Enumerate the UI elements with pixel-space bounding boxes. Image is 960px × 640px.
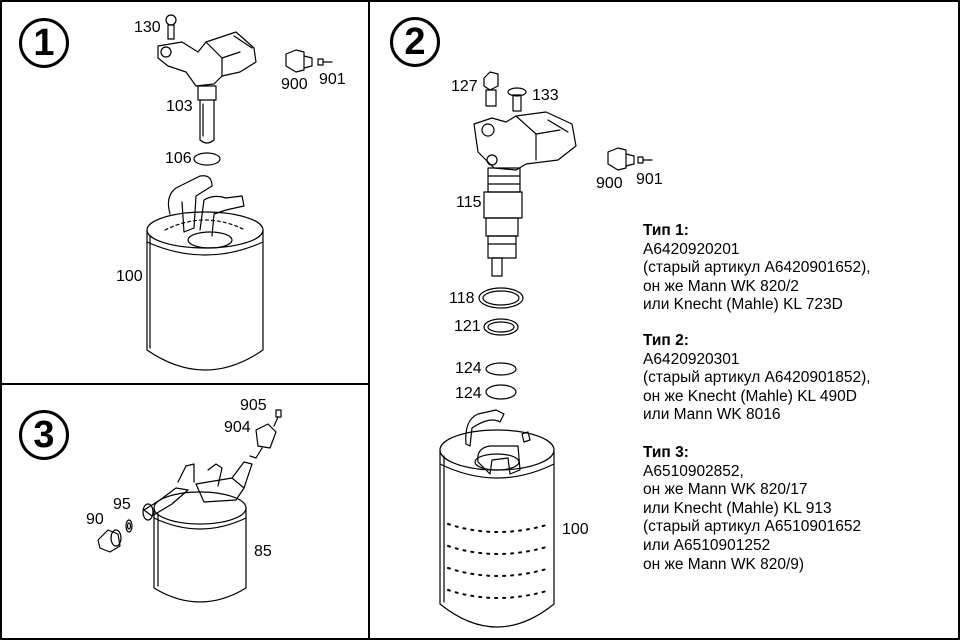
panel1-bolt-130 (165, 14, 177, 40)
type2-heading: Тип 2: (643, 332, 689, 349)
panel2-sensor-115 (473, 111, 577, 277)
type2-line: или Mann WK 8016 (643, 406, 781, 424)
type2-line: A6420920301 (643, 350, 740, 368)
label-900: 900 (281, 76, 308, 93)
panel2-number-badge: 2 (390, 17, 440, 67)
label-905: 905 (240, 397, 267, 414)
label-901: 901 (319, 71, 346, 88)
type2-block: Тип 2: A6420920301 (старый артикул A6420… (643, 332, 871, 425)
panel1-filter-100 (146, 175, 264, 371)
panel2-bolt-133 (507, 87, 527, 112)
panel1-sensor-103 (157, 31, 257, 144)
label-130: 130 (134, 19, 161, 36)
label-133: 133 (532, 87, 559, 104)
type3-block: Тип 3: A6510902852, он же Mann WK 820/17… (643, 444, 861, 574)
panel2-pin-901 (637, 156, 653, 164)
panel1-number-badge: 1 (19, 18, 69, 68)
label-103: 103 (166, 98, 193, 115)
label-106: 106 (165, 150, 192, 167)
type3-heading: Тип 3: (643, 444, 689, 461)
panel1-pin-901 (317, 58, 333, 66)
label-100: 100 (116, 268, 143, 285)
type3-line: или Knecht (Mahle) KL 913 (643, 499, 832, 517)
label-118: 118 (449, 290, 475, 307)
panel2-connector-900 (607, 147, 635, 171)
label-124-lower: 124 (455, 385, 482, 402)
type1-block: Тип 1: A6420920201 (старый артикул A6420… (643, 222, 871, 315)
type2-line: он же Knecht (Mahle) KL 490D (643, 387, 857, 405)
label-115: 115 (456, 194, 482, 211)
type1-line: (старый артикул A6420901652), (643, 259, 871, 277)
type2-line: (старый артикул A6420901852), (643, 369, 871, 387)
label-904: 904 (224, 419, 251, 436)
panel1-connector-900 (285, 49, 313, 73)
label-95: 95 (113, 496, 131, 513)
type3-line: или A6510901252 (643, 536, 771, 554)
label-90: 90 (86, 511, 104, 528)
type1-heading: Тип 1: (643, 222, 689, 239)
type3-line: A6510902852, (643, 462, 744, 480)
panel2-filter-100 (439, 409, 555, 628)
label-900: 900 (596, 175, 623, 192)
panel2-bolt-127 (483, 71, 499, 107)
label-127: 127 (451, 78, 478, 95)
panel1-oring-106 (193, 152, 221, 166)
type1-line: или Knecht (Mahle) KL 723D (643, 296, 843, 314)
panel2-orings (478, 287, 524, 400)
label-124-upper: 124 (455, 360, 482, 377)
panel3-number-badge: 3 (19, 410, 69, 460)
type1-line: A6420920201 (643, 240, 740, 258)
type3-line: он же Mann WK 820/9) (643, 555, 805, 573)
panel3-plug-90 (97, 529, 122, 553)
panel3-washer-95 (125, 519, 133, 533)
label-100: 100 (562, 521, 589, 538)
panel3-filter-85 (142, 461, 253, 603)
panel3-connector-904 (249, 423, 277, 459)
label-901: 901 (636, 171, 663, 188)
label-121: 121 (454, 318, 481, 335)
type3-line: (старый артикул A6510901652 (643, 518, 862, 536)
type1-line: он же Mann WK 820/2 (643, 277, 799, 295)
type3-line: он же Mann WK 820/17 (643, 481, 808, 499)
panel3-pin-905 (273, 409, 282, 427)
label-85: 85 (254, 543, 272, 560)
